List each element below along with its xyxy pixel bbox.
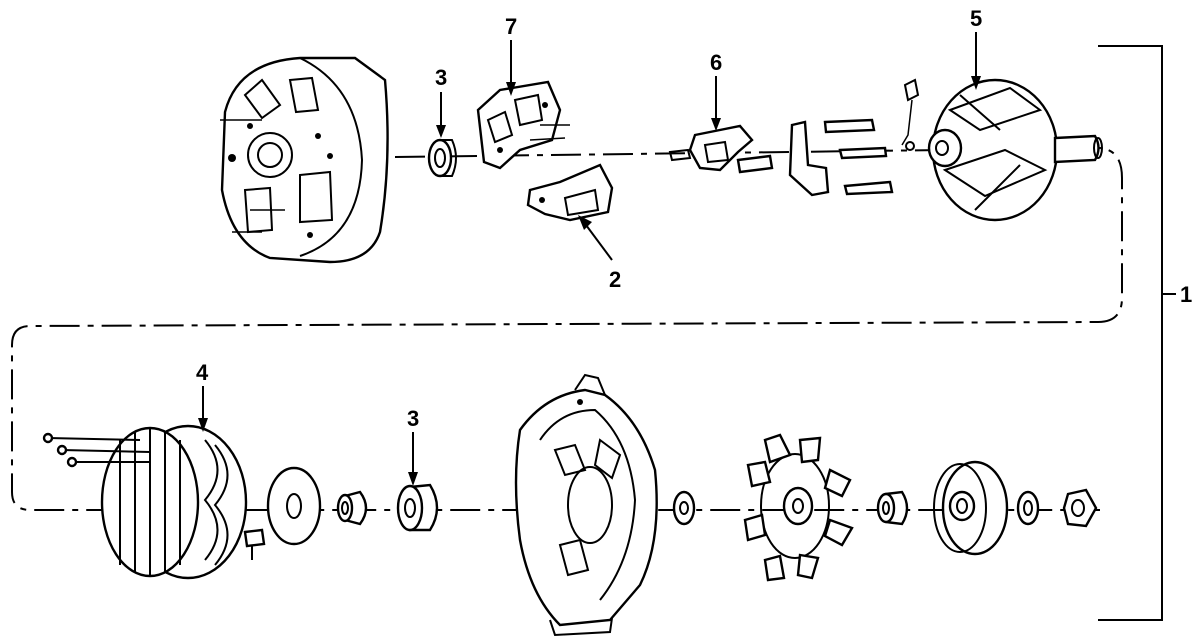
bearing-bottom (396, 483, 439, 532)
callout-arrows (198, 32, 981, 486)
callout-3-bottom: 3 (407, 406, 419, 431)
axis-lines (11, 146, 1123, 511)
washer-plate (266, 466, 322, 546)
rear-housing (220, 56, 389, 264)
collar (336, 490, 368, 526)
stator (42, 424, 248, 580)
callout-3-top: 3 (435, 65, 447, 90)
callout-7: 7 (505, 14, 517, 39)
drive-end-frame (514, 373, 658, 637)
sleeve (876, 490, 909, 526)
lock-washer (1016, 490, 1040, 526)
rotor (927, 78, 1103, 222)
callout-5: 5 (970, 6, 982, 31)
rectifier-bridge (476, 80, 570, 170)
brush-holder (668, 124, 774, 174)
stator-screw (243, 528, 266, 560)
regulator (526, 163, 614, 222)
callout-4: 4 (196, 360, 209, 385)
assembly-bracket (1098, 45, 1176, 621)
callout-1: 1 (1180, 282, 1192, 307)
callout-6: 6 (710, 50, 722, 75)
spacer (672, 490, 696, 526)
pulley (933, 460, 1009, 556)
terminal-parts (788, 78, 920, 197)
fan (743, 433, 854, 582)
pulley-nut (1062, 488, 1098, 528)
bearing-top (427, 138, 457, 178)
callout-2: 2 (609, 267, 621, 292)
